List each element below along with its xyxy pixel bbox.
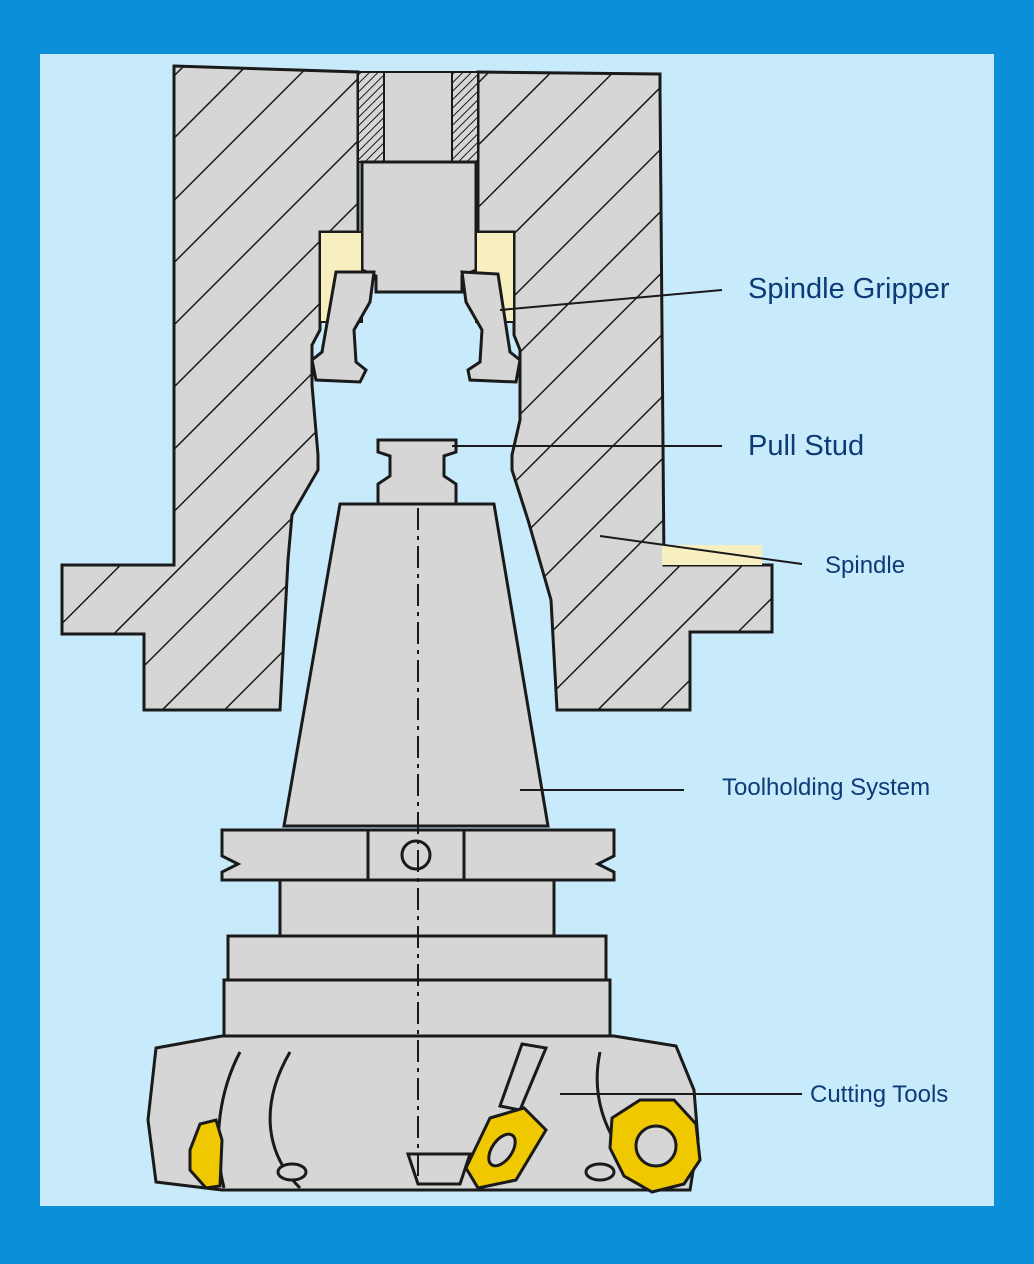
label-spindle: Spindle xyxy=(825,552,905,579)
gripper-plunger xyxy=(360,160,478,294)
label-spindle-gripper: Spindle Gripper xyxy=(748,273,950,305)
drawbar-thread-left xyxy=(357,71,385,163)
coolant-hole-right xyxy=(584,1162,616,1182)
label-pull-stud: Pull Stud xyxy=(748,430,864,462)
label-toolholding-system: Toolholding System xyxy=(722,774,930,801)
spindle-right-section xyxy=(476,70,774,712)
insert-left xyxy=(188,1118,224,1190)
leader-lines xyxy=(452,289,803,1095)
insert-right xyxy=(608,1098,702,1194)
pull-stud xyxy=(376,438,458,506)
insert-center xyxy=(464,1106,548,1190)
drawbar-rod xyxy=(383,71,453,163)
spindle-left-section xyxy=(60,64,360,712)
leader-spindle xyxy=(599,535,803,565)
leader-spindle-gripper xyxy=(499,289,723,311)
spindle-gripper-assembly xyxy=(310,160,522,384)
cutter-head xyxy=(146,1034,702,1194)
taper-shank xyxy=(282,502,550,828)
label-cutting-tools: Cutting Tools xyxy=(810,1081,948,1108)
drawbar-thread-right xyxy=(451,71,479,163)
flange-orientation-hole xyxy=(400,839,432,871)
gripper-finger-right xyxy=(460,270,522,384)
spindle-face-pad xyxy=(662,545,762,565)
coolant-hole-left xyxy=(276,1162,308,1182)
center-pocket xyxy=(405,1152,473,1186)
gripper-finger-left xyxy=(310,270,376,384)
toolholder-body xyxy=(220,438,616,1038)
